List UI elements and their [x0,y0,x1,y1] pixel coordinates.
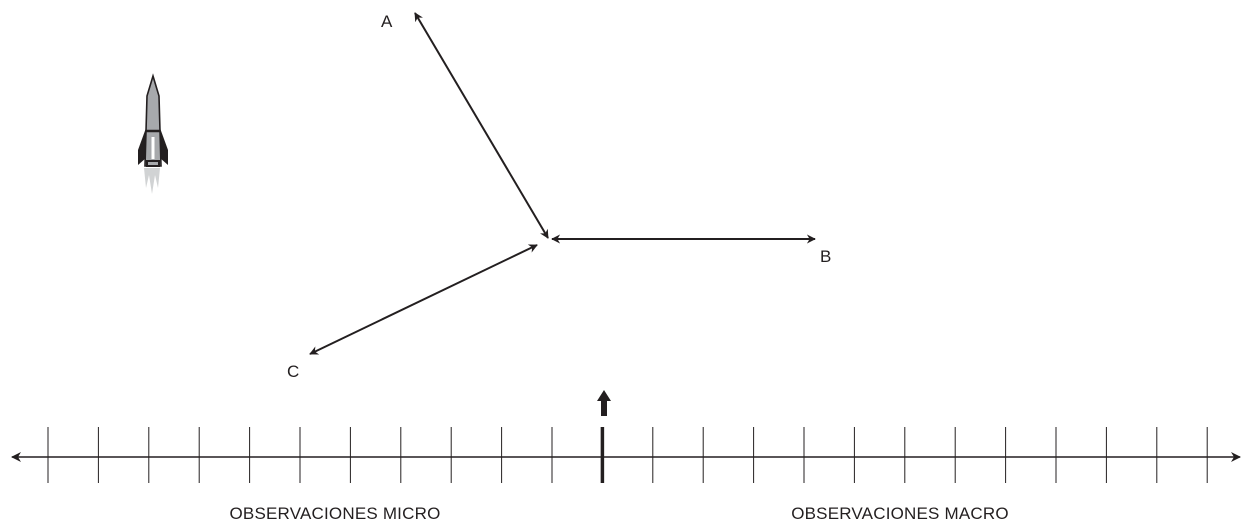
number-line [11,427,1241,483]
rocket-icon [138,73,168,194]
label-micro-observations: OBSERVACIONES MICRO [230,504,441,523]
arrow-center-c [309,244,538,355]
axis-ticks [47,427,1208,483]
label-macro-observations: OBSERVACIONES MACRO [791,504,1009,523]
up-arrow-marker [597,390,611,416]
label-a: A [381,12,393,31]
label-b: B [820,247,831,266]
label-c: C [287,362,299,381]
arrow-center-a [414,12,549,239]
